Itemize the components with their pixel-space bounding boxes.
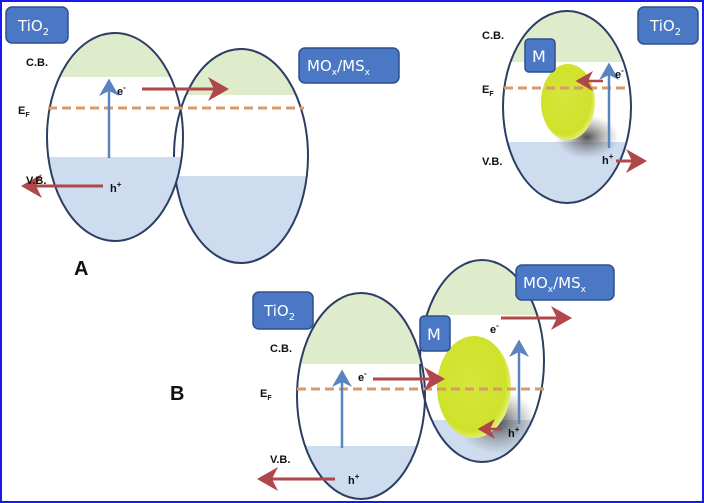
- hole-label: h+: [602, 152, 614, 167]
- svg-text:TiO2: TiO2: [649, 17, 681, 38]
- partner-hole-label: h+: [508, 425, 520, 440]
- electron-label: e-: [358, 369, 367, 384]
- metal-particle: [541, 64, 595, 140]
- fermi-label: EF: [18, 105, 30, 119]
- tio2-conduction-band: [503, 11, 631, 62]
- electron-label: e-: [615, 66, 624, 81]
- svg-text:MOx/MSx: MOx/MSx: [307, 57, 371, 78]
- metal-label-box: M: [419, 315, 451, 352]
- metal-label-box: M: [524, 38, 556, 73]
- tio2-ellipse: [296, 292, 426, 500]
- partner-valence-band: [174, 176, 308, 263]
- metal-particle: [437, 336, 511, 438]
- tio2-valence-band: [297, 446, 425, 499]
- partner-electron-label: e-: [490, 321, 499, 336]
- hole-label: h+: [348, 472, 360, 487]
- fermi-label: EF: [260, 388, 272, 402]
- tio2-label-box: TiO2: [637, 6, 699, 45]
- mox-msx-label-box: MOx/MSx: [515, 264, 615, 301]
- tio2-label-box: TiO2: [252, 291, 314, 330]
- tio2-ellipse: [502, 10, 632, 204]
- cb-label: C.B.: [26, 57, 48, 69]
- electron-label: e-: [117, 83, 126, 98]
- panel-label-a: A: [74, 258, 88, 280]
- svg-text:TiO2: TiO2: [263, 302, 295, 323]
- mox-msx-label-box: MOx/MSx: [298, 47, 400, 84]
- partner-semiconductor-ellipse: [173, 48, 309, 264]
- cb-label: C.B.: [270, 343, 292, 355]
- svg-text:TiO2: TiO2: [17, 17, 49, 38]
- svg-text:MOx/MSx: MOx/MSx: [523, 274, 587, 295]
- svg-text:M: M: [532, 47, 546, 66]
- tio2-label-box: TiO2: [5, 6, 69, 44]
- panel-label-b: B: [170, 383, 184, 405]
- tio2-valence-band: [47, 157, 183, 241]
- panel-a-metal-deposit: e- h+ C.B. V.B. EF M TiO2: [482, 6, 699, 204]
- vb-label: V.B.: [482, 156, 502, 168]
- vb-label: V.B.: [26, 175, 46, 187]
- panel-a-heterojunction: e- h+ C.B. V.B. EF TiO2 MOx/MSx: [5, 6, 400, 264]
- tio2-ellipse: [46, 32, 184, 242]
- panel-b-ternary: e- h+ e- h+ C.B. V.B. EF TiO2 M MOx/MSx: [252, 259, 615, 500]
- fermi-label: EF: [482, 84, 494, 98]
- vb-label: V.B.: [270, 454, 290, 466]
- hole-label: h+: [110, 180, 122, 195]
- cb-label: C.B.: [482, 30, 504, 42]
- svg-text:M: M: [427, 325, 441, 344]
